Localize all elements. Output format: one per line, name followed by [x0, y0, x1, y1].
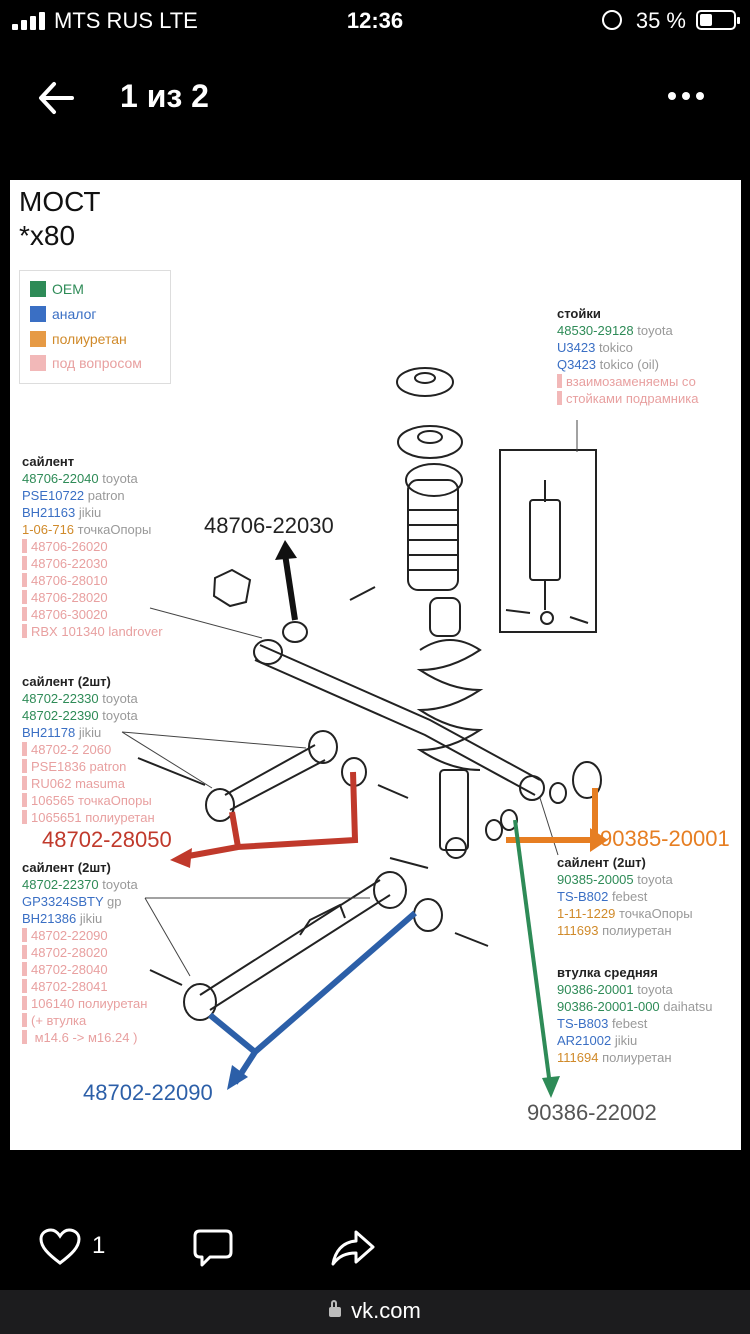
legend-item-polyurethane: полиуретан [30, 331, 127, 347]
silent3-item: GP3324SBTY gp [22, 894, 122, 909]
silent2-item: 48702-22330 toyota [22, 691, 138, 706]
clock: 12:36 [346, 8, 404, 33]
silent4-item: 111693 полиуретан [557, 923, 672, 938]
diagram-subtitle: *x80 [19, 220, 76, 251]
silent3-q: м14.6 -> м16.24 ) [22, 1030, 137, 1045]
page-counter-title: 1 из 2 [120, 78, 209, 114]
silent4-item: TS-B802 febest [557, 889, 648, 904]
silent3-q: 48702-28040 [22, 962, 108, 977]
silent1-q: 48706-28010 [22, 573, 108, 588]
struts-line-2: U3423 tokico [557, 340, 633, 355]
callout-90386-22002: 90386-22002 [527, 1100, 657, 1125]
battery-icon [696, 10, 740, 30]
silent2-q: 106565 точкаОпоры [22, 793, 152, 808]
silent1-item: BH21163 jikiu [22, 505, 102, 520]
silent2-item: BH21178 jikiu [22, 725, 102, 740]
comment-icon[interactable] [192, 1228, 234, 1268]
silent3-q: 48702-22090 [22, 928, 108, 943]
callout-48702-22090: 48702-22090 [83, 1080, 213, 1105]
bushing-item: TS-B803 febest [557, 1016, 648, 1031]
legend: OEM аналог полиуретан под вопросом [19, 270, 171, 384]
struts-note-1: взаимозаменяемы со [557, 374, 696, 389]
silent4-item: 90385-20005 toyota [557, 872, 673, 887]
rotation-lock-icon [602, 10, 622, 30]
silent4-title: сайлент (2шт) [557, 855, 646, 870]
callout-48706-22030: 48706-22030 [204, 513, 334, 538]
silent1-title: сайлент [22, 454, 75, 469]
viewer-header: 1 из 2 [0, 60, 750, 136]
silent1-q: 48706-26020 [22, 539, 108, 554]
struts-note-2: стойками подрамника [557, 391, 698, 406]
struts-line-3: Q3423 tokico (oil) [557, 357, 659, 372]
silent1-q: 48706-28020 [22, 590, 108, 605]
back-arrow-icon[interactable] [36, 78, 80, 118]
signal-icon [12, 12, 46, 30]
bushing-item: 90386-20001-000 daihatsu [557, 999, 713, 1014]
silent4-item: 1-11-1229 точкаОпоры [557, 906, 693, 921]
silent3-q: 48702-28020 [22, 945, 108, 960]
silent2-title: сайлент (2шт) [22, 674, 111, 689]
more-options-icon[interactable] [666, 84, 706, 108]
status-bar: MTS RUS LTE 12:36 35 % [0, 0, 750, 44]
suspension-diagram [121, 367, 608, 1098]
legend-item-questionable: под вопросом [30, 355, 142, 371]
silent2-q: 48702-2 2060 [22, 742, 111, 757]
like-icon[interactable] [38, 1228, 82, 1266]
silent3-item: BH21386 jikiu [22, 911, 103, 926]
silent3-q: 106140 полиуретан [22, 996, 147, 1011]
silent1-q: 48706-22030 [22, 556, 108, 571]
struts-line-1: 48530-29128 toyota [557, 323, 673, 338]
bushing-title: втулка средняя [557, 965, 658, 980]
silent1-item: 48706-22040 toyota [22, 471, 138, 486]
bushing-item: 90386-20001 toyota [557, 982, 673, 997]
silent2-q: 1065651 полиуретан [22, 810, 155, 825]
silent2-q: RU062 masuma [22, 776, 125, 791]
silent3-q: (+ втулка [22, 1013, 86, 1028]
share-icon[interactable] [330, 1228, 376, 1268]
battery-percent: 35 % [635, 8, 686, 33]
silent3-q: 48702-28041 [22, 979, 108, 994]
carrier-label: MTS RUS LTE [54, 8, 198, 33]
silent3-item: 48702-22370 toyota [22, 877, 138, 892]
callout-90385-20001: 90385-20001 [600, 826, 730, 851]
legend-item-oem: OEM [30, 281, 84, 297]
silent2-q: PSE1836 patron [22, 759, 126, 774]
action-bar: 1 [0, 1222, 750, 1272]
browser-address-bar[interactable]: vk.com [0, 1290, 750, 1334]
photo-image[interactable]: МОСТ *x80 OEM аналог полиуретан под вопр… [10, 180, 741, 1150]
bushing-item: 111694 полиуретан [557, 1050, 672, 1065]
silent1-item: 1-06-716 точкаОпоры [22, 522, 152, 537]
bushing-item: AR21002 jikiu [557, 1033, 638, 1048]
silent1-q: 48706-30020 [22, 607, 108, 622]
diagram-title: МОСТ [19, 186, 101, 217]
struts-title: стойки [557, 306, 601, 321]
lock-icon [329, 1300, 342, 1317]
silent2-item: 48702-22390 toyota [22, 708, 138, 723]
callout-48702-28050: 48702-28050 [42, 827, 172, 852]
like-count: 1 [92, 1232, 106, 1259]
silent1-q: RBX 101340 landrover [22, 624, 163, 639]
silent1-item: PSE10722 patron [22, 488, 125, 503]
silent3-title: сайлент (2шт) [22, 860, 111, 875]
url-text: vk.com [351, 1298, 421, 1323]
legend-item-analog: аналог [30, 306, 97, 322]
